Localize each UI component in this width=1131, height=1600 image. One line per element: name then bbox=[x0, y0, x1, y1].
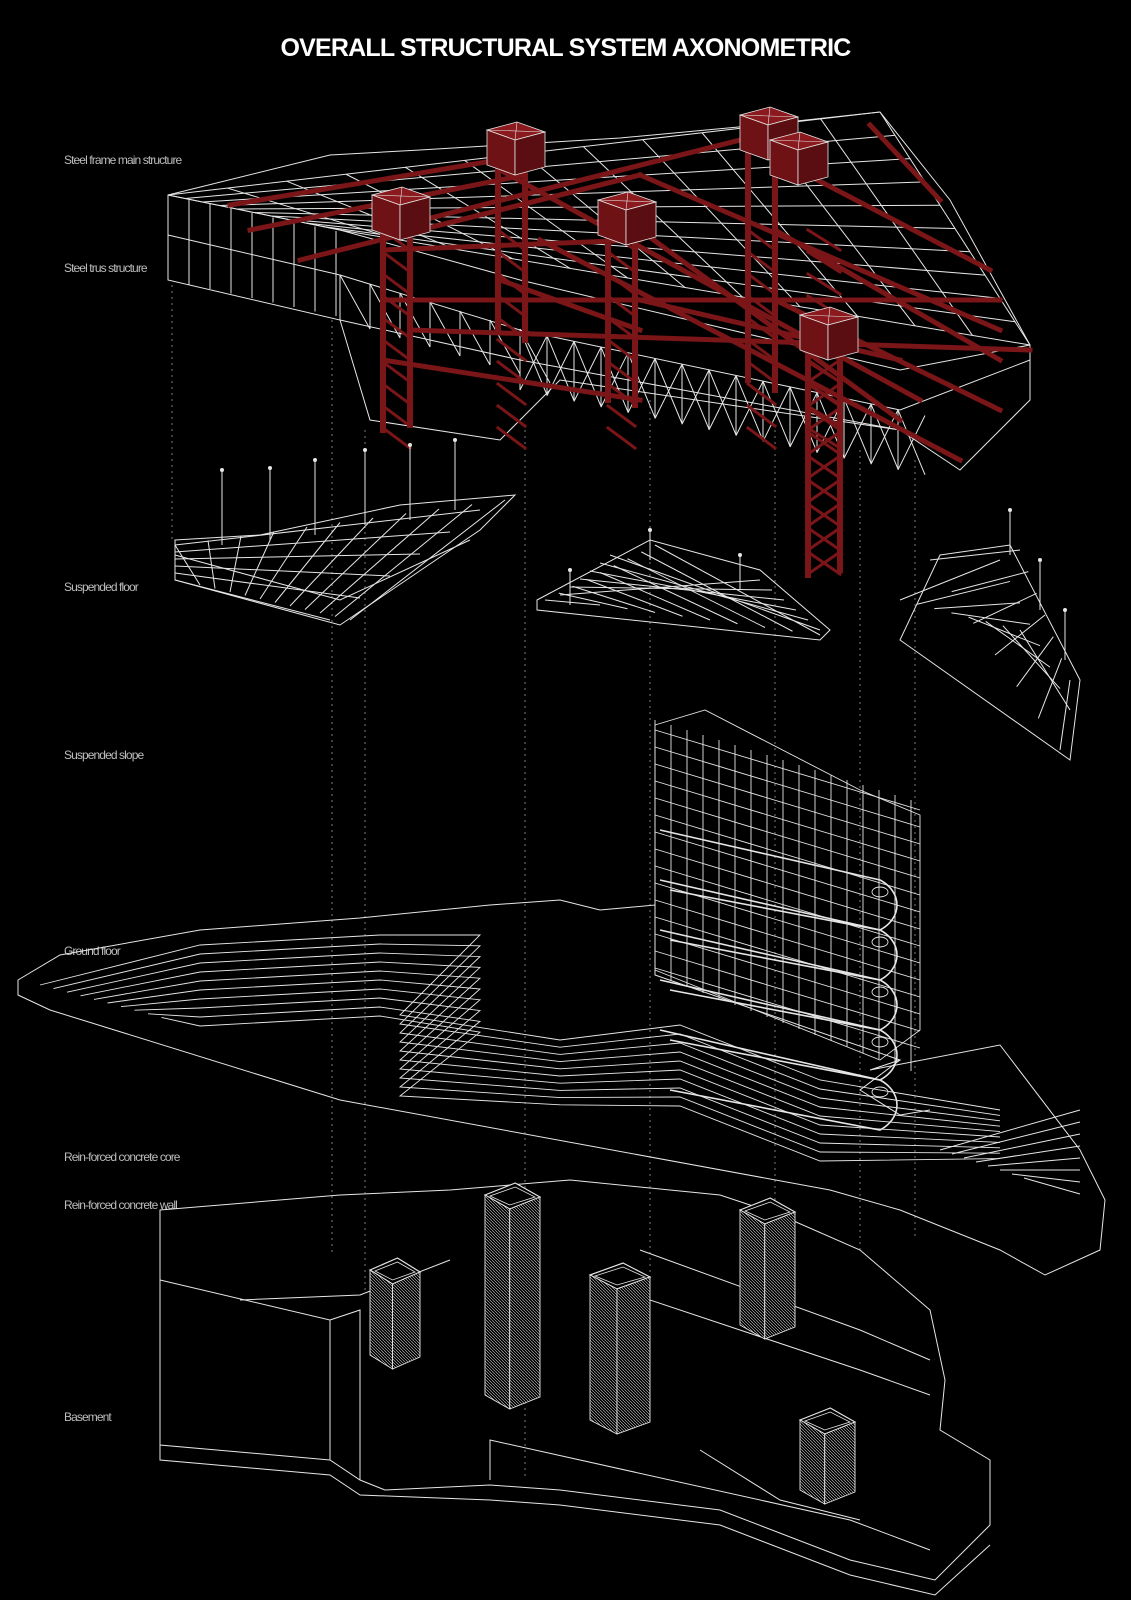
suspension-hangers bbox=[220, 438, 1067, 660]
ground-floor-plate bbox=[17, 899, 1106, 1276]
concrete-cores bbox=[368, 1182, 857, 1505]
basement-walls bbox=[159, 1179, 991, 1596]
label-suspended-slope: Suspended slope bbox=[64, 748, 144, 762]
label-concrete-wall: Rein-forced concrete wall bbox=[64, 1198, 178, 1212]
suspended-floor-left bbox=[174, 494, 517, 626]
page-title: OVERALL STRUCTURAL SYSTEM AXONOMETRIC bbox=[280, 34, 852, 62]
label-ground-floor: Ground floor bbox=[64, 944, 121, 958]
steel-frame-main-structure bbox=[227, 121, 1033, 578]
label-suspended-floor: Suspended floor bbox=[64, 580, 139, 594]
suspended-floor-right bbox=[899, 544, 1081, 761]
label-basement: Basement bbox=[64, 1410, 112, 1424]
label-steel-frame: Steel frame main structure bbox=[64, 153, 182, 167]
suspended-floor-center bbox=[536, 539, 831, 641]
projection-lines bbox=[171, 285, 916, 1480]
label-concrete-core: Rein-forced concrete core bbox=[64, 1150, 180, 1164]
suspended-slope-tower bbox=[654, 709, 921, 1131]
label-steel-truss: Steel trus structure bbox=[64, 261, 148, 275]
steel-frame-column-caps bbox=[370, 106, 860, 361]
